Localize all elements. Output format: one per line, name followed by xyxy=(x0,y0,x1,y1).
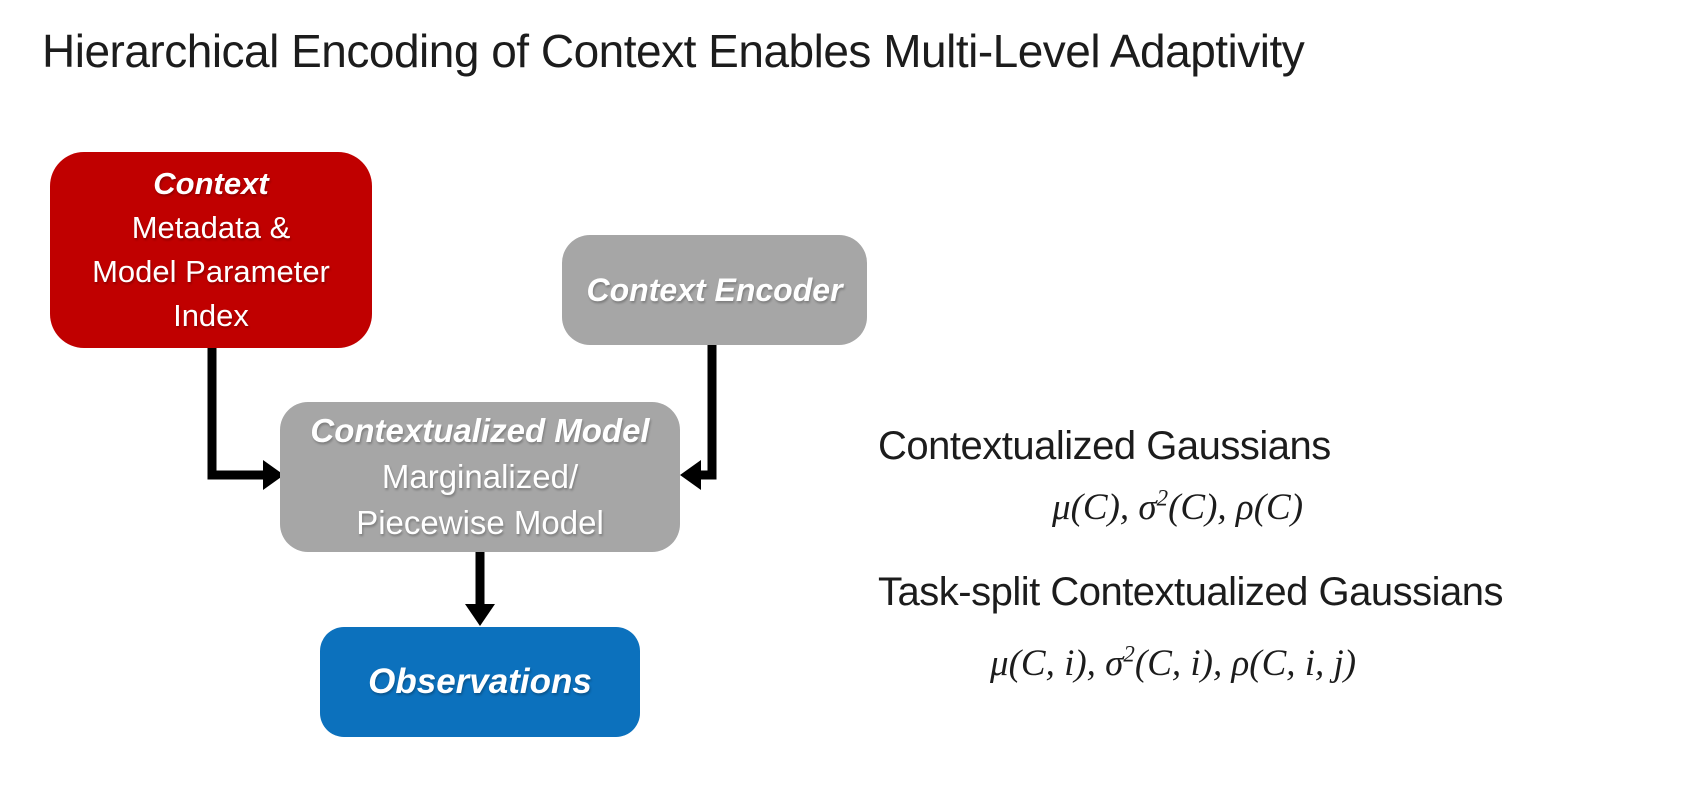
observations-node-title: Observations xyxy=(368,662,592,701)
context-node: Context Metadata & Model Parameter Index xyxy=(50,152,372,348)
contextualized-model-node-title: Contextualized Model xyxy=(310,412,650,449)
context-node-line: Metadata & xyxy=(131,210,291,245)
arrow-model-to-observations xyxy=(465,552,495,626)
arrow-context-to-model xyxy=(207,348,284,490)
annotation-heading-contextualized-gaussians: Contextualized Gaussians xyxy=(878,424,1331,468)
arrow-encoder-to-model xyxy=(680,345,717,490)
context-node-line: Model Parameter xyxy=(92,254,330,289)
slide-title: Hierarchical Encoding of Context Enables… xyxy=(42,25,1305,77)
formula-part: μ(C), σ xyxy=(1052,487,1157,528)
formula-task-split-contextualized-gaussians: μ(C, i), σ2(C, i), ρ(C, i, j) xyxy=(990,642,1356,685)
formula-contextualized-gaussians: μ(C), σ2(C), ρ(C) xyxy=(1052,486,1303,529)
contextualized-model-node-line: Piecewise Model xyxy=(356,504,604,541)
observations-node: Observations xyxy=(320,627,640,737)
formula-part: (C, i), ρ(C, i, j) xyxy=(1134,643,1357,684)
contextualized-model-node-line: Marginalized/ xyxy=(381,458,579,495)
formula-superscript: 2 xyxy=(1123,641,1135,667)
context-encoder-node: Context Encoder xyxy=(562,235,867,345)
formula-superscript: 2 xyxy=(1156,485,1169,511)
context-node-line: Index xyxy=(173,298,249,333)
context-node-title: Context xyxy=(153,166,269,201)
context-encoder-node-title: Context Encoder xyxy=(586,271,843,308)
formula-part: (C), ρ(C) xyxy=(1168,487,1304,528)
contextualized-model-node: Contextualized Model Marginalized/ Piece… xyxy=(280,402,680,552)
annotation-heading-task-split-contextualized-gaussians: Task-split Contextualized Gaussians xyxy=(878,570,1504,614)
formula-part: μ(C, i), σ xyxy=(990,643,1124,684)
